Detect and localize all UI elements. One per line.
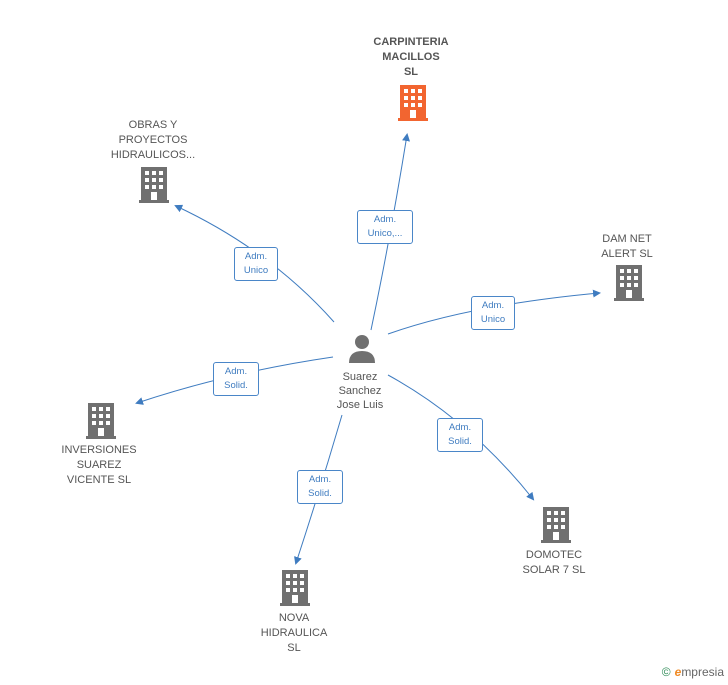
role-badge-inversiones[interactable]: Adm. Solid.: [213, 362, 259, 396]
building-icon[interactable]: [398, 85, 428, 121]
role-badge-obras[interactable]: Adm. Unico: [234, 247, 278, 281]
company-label-damnet[interactable]: DAM NET ALERT SL: [601, 233, 653, 260]
company-label-obras[interactable]: OBRAS Y PROYECTOS HIDRAULICOS...: [110, 119, 196, 161]
copyright-icon: ©: [661, 665, 671, 679]
role-badge-carpinteria[interactable]: Adm. Unico,...: [357, 210, 413, 244]
company-label-nova[interactable]: NOVA HIDRAULICA SL: [260, 612, 328, 654]
building-icon[interactable]: [614, 265, 644, 301]
brand-logo[interactable]: empresia: [674, 665, 724, 679]
person-name[interactable]: Suarez Sanchez Jose Luis: [336, 371, 384, 411]
role-badge-nova[interactable]: Adm. Solid.: [297, 470, 343, 504]
role-badge-damnet[interactable]: Adm. Unico: [471, 296, 515, 330]
footer-brand: © empresia: [662, 665, 724, 679]
company-label-carpinteria[interactable]: CARPINTERIA MACILLOS SL: [373, 36, 449, 78]
role-badge-domotec[interactable]: Adm. Solid.: [437, 418, 483, 452]
company-label-domotec[interactable]: DOMOTEC SOLAR 7 SL: [522, 549, 586, 576]
building-icon[interactable]: [280, 570, 310, 606]
building-icon[interactable]: [541, 507, 571, 543]
person-icon[interactable]: [347, 333, 377, 363]
company-label-inversiones[interactable]: INVERSIONES SUAREZ VICENTE SL: [61, 444, 137, 486]
building-icon[interactable]: [86, 403, 116, 439]
building-icon[interactable]: [139, 167, 169, 203]
